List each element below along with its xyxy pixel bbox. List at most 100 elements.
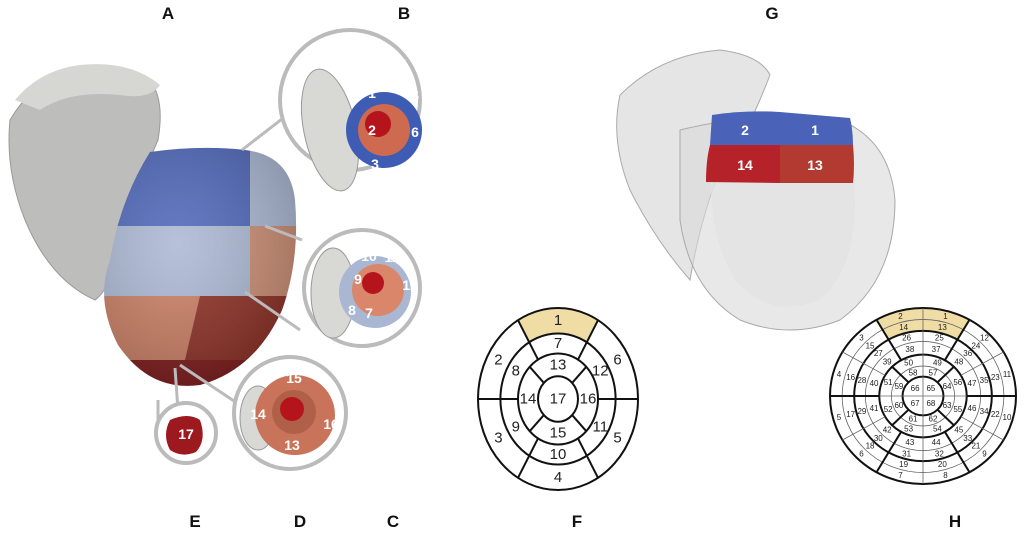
segment-number: 5: [837, 413, 842, 422]
segment-number: 13: [550, 356, 567, 373]
segment-number: 13: [284, 437, 300, 453]
segment-number: 18: [866, 442, 875, 451]
segment-number: 10: [1003, 413, 1012, 422]
segment-number: 58: [909, 369, 918, 378]
segment-number: 11: [592, 418, 608, 435]
segment-number: 1: [554, 312, 562, 329]
segment-number: 27: [874, 349, 883, 358]
segment-number: 14: [737, 157, 753, 173]
segment-number: 28: [857, 376, 866, 385]
ring-line: [537, 375, 579, 423]
segment-number: 34: [980, 407, 989, 416]
segment-number: 13: [807, 157, 823, 173]
segment-number: 68: [926, 399, 935, 408]
segment-number: 14: [250, 406, 266, 422]
segment-number: 7: [554, 335, 562, 352]
segment-number: 1: [368, 85, 376, 101]
segment-number: 49: [933, 359, 942, 368]
segment-number: 65: [926, 384, 935, 393]
segment-number: 48: [954, 358, 963, 367]
segment-number: 26: [902, 334, 911, 343]
segment-number: 29: [857, 407, 866, 416]
segment-number: 19: [899, 460, 908, 469]
divider-line: [944, 431, 971, 473]
segment-number: 53: [904, 424, 913, 433]
segment-number: 52: [884, 405, 893, 414]
divider-line: [577, 319, 599, 361]
segment-number: 62: [929, 414, 938, 423]
segment-number: 10: [550, 446, 567, 463]
segment-number: 16: [846, 373, 855, 382]
panel-label-b: B: [397, 4, 411, 23]
segment-number: 9: [512, 418, 520, 435]
segment-number: 40: [870, 379, 879, 388]
segment-number: 6: [411, 124, 419, 140]
segment-number: 3: [371, 156, 379, 172]
divider-line: [517, 437, 539, 479]
segment-number: 16: [580, 391, 597, 408]
segment-number: 4: [554, 469, 562, 486]
divider-line: [960, 351, 1004, 376]
segment-number: 4: [399, 56, 407, 72]
panel-label-a: A: [161, 4, 175, 23]
inset-apical-slice: [232, 355, 348, 471]
segment-number: 6: [613, 351, 621, 368]
segment-number: 2: [494, 351, 502, 368]
segment-number: 17: [846, 410, 855, 419]
segment-number: 51: [884, 378, 893, 387]
heart-model-a: [8, 64, 303, 440]
inset-mid-slice: [302, 228, 422, 348]
segment-number: 14: [899, 323, 908, 332]
bullseye-background: [478, 308, 638, 490]
segment-number: 10: [361, 248, 377, 264]
panel-label-c: C: [386, 512, 400, 531]
segment-number: 11: [1003, 370, 1012, 379]
segment-number: 8: [943, 471, 948, 480]
segment-number: 1: [943, 312, 948, 321]
segment-number: 47: [968, 379, 977, 388]
divider-line: [571, 366, 588, 384]
segment-number: 11: [385, 249, 400, 265]
divider-line: [528, 414, 545, 432]
segment-number: 36: [963, 349, 972, 358]
divider-line: [517, 319, 539, 361]
panel-label-f: F: [571, 512, 583, 531]
segment-number: 9: [354, 271, 362, 287]
segment-number: 15: [866, 341, 875, 350]
segment-number: 25: [935, 334, 944, 343]
divider-line: [528, 366, 545, 384]
segment-number: 1: [811, 122, 819, 138]
panel-label-h: H: [948, 512, 962, 531]
segment-number: 13: [938, 323, 947, 332]
segment-number: 21: [971, 442, 980, 451]
segment-number: 63: [943, 401, 952, 410]
segment-g-14: [706, 145, 780, 183]
segment-number: 57: [929, 369, 938, 378]
segment-number: 38: [905, 345, 914, 354]
panel-label-g: G: [765, 4, 779, 23]
segment-number: 3: [859, 333, 864, 342]
divider-line: [875, 319, 902, 361]
segment-number: 56: [953, 378, 962, 387]
segment-number: 50: [904, 359, 913, 368]
segment-number: 2: [741, 122, 749, 138]
segment-number: 45: [954, 425, 963, 434]
segment-number: 66: [911, 384, 920, 393]
atrium-rim: [15, 64, 160, 110]
segment-number: 8: [348, 302, 356, 318]
divider-line: [577, 437, 599, 479]
divider-line: [891, 408, 910, 426]
segment-number: 33: [963, 434, 972, 443]
segment-number: 22: [991, 410, 1000, 419]
segment-number: 5: [613, 430, 621, 447]
segment-number: 7: [898, 471, 903, 480]
segment-number: 20: [938, 460, 947, 469]
segment-number: 4: [837, 370, 842, 379]
segment-number: 55: [953, 405, 962, 414]
segment-number: 39: [883, 358, 892, 367]
